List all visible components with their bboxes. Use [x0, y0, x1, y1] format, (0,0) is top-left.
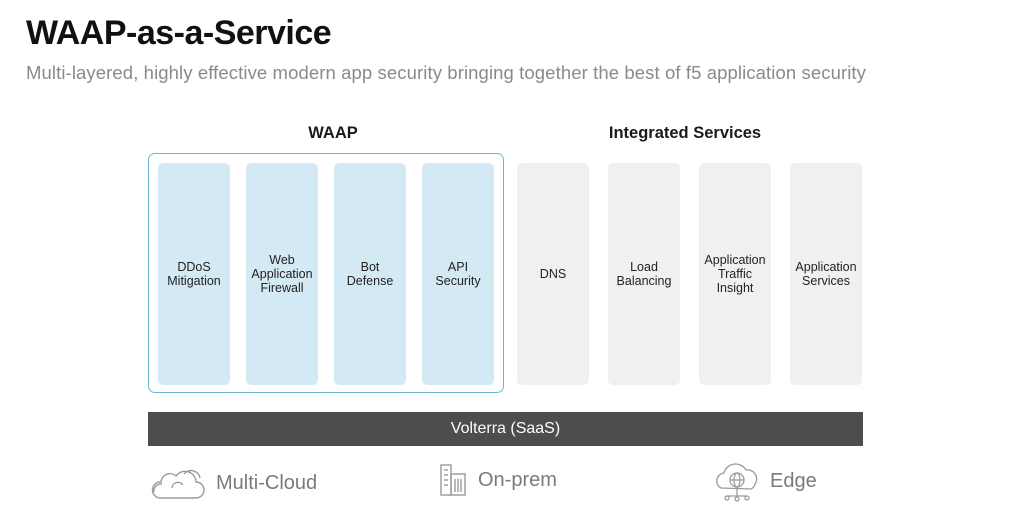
service-item-label: Application Services: [795, 260, 857, 288]
environment-on-prem: On-prem: [438, 462, 557, 498]
cloud-icon: [150, 462, 208, 504]
service-item-application-traffic-insight: Application Traffic Insight: [699, 163, 771, 385]
waap-item-label: DDoS Mitigation: [167, 260, 221, 288]
service-item-load-balancing: Load Balancing: [608, 163, 680, 385]
service-item-label: DNS: [539, 267, 567, 281]
waap-item-label: Web Application Firewall: [251, 253, 313, 295]
service-item-label: Load Balancing: [616, 260, 672, 288]
environment-label: Multi-Cloud: [216, 471, 318, 494]
waap-heading: WAAP: [308, 124, 358, 142]
waap-item-label: Bot Defense: [346, 260, 394, 288]
service-item-label: Application Traffic Insight: [704, 253, 766, 295]
page-subtitle: Multi-layered, highly effective modern a…: [26, 62, 867, 83]
integrated-services-heading: Integrated Services: [608, 124, 762, 142]
environment-label: On-prem: [478, 468, 557, 491]
environment-edge: Edge: [712, 458, 817, 504]
globe-network-icon: [712, 458, 762, 504]
waap-item-web-application-firewall: Web Application Firewall: [246, 163, 318, 385]
service-item-application-services: Application Services: [790, 163, 862, 385]
waap-item-ddos-mitigation: DDoS Mitigation: [158, 163, 230, 385]
building-icon: [438, 462, 470, 498]
service-item-dns: DNS: [517, 163, 589, 385]
platform-label: Volterra (SaaS): [450, 420, 561, 437]
page-title: WAAP-as-a-Service: [26, 14, 332, 52]
environment-multi-cloud: Multi-Cloud: [150, 462, 317, 504]
waap-item-api-security: API Security: [422, 163, 494, 385]
waap-item-label: API Security: [435, 260, 481, 288]
platform-bar: Volterra (SaaS): [148, 412, 863, 446]
waap-item-bot-defense: Bot Defense: [334, 163, 406, 385]
waap-group-frame: [148, 153, 504, 393]
environment-label: Edge: [770, 469, 817, 492]
